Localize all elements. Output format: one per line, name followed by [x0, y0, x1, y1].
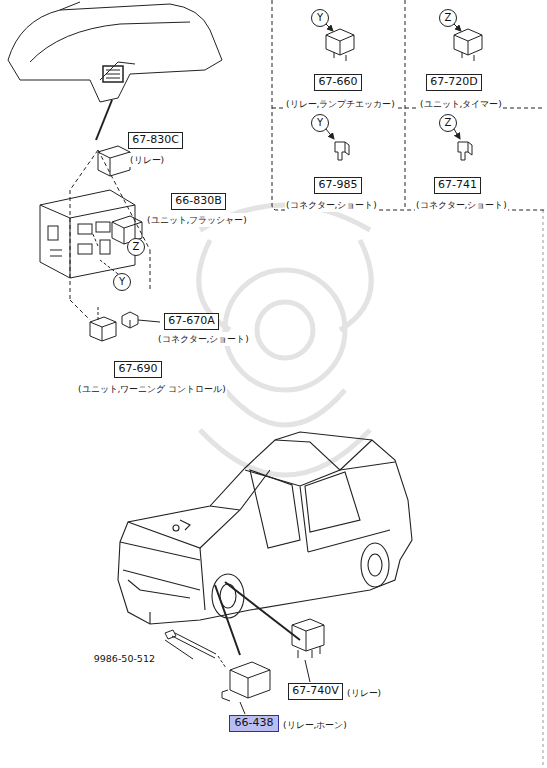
part-number: 67-690: [119, 362, 158, 376]
fuse-box: [40, 190, 135, 278]
part-number: 67-830C: [132, 133, 179, 147]
part-number-box: 67-720D(ユニット,タイマー): [426, 74, 482, 91]
part-number: 9986-50-512: [94, 653, 155, 664]
part-description: (コネクター,ショート): [285, 198, 378, 212]
part-description: (リレー,ホーン): [282, 718, 348, 732]
part-number: 66-438: [235, 716, 274, 730]
car: [118, 432, 412, 624]
view-circle: Y: [311, 114, 329, 132]
part-number-box: 66-830B(ユニット,フラッシャー): [171, 193, 226, 210]
horn-relay: [222, 662, 270, 701]
part-number: 67-670A: [168, 314, 215, 328]
part-number: 67-660: [319, 75, 358, 89]
part-number-box: 67-660(リレー,ランプチエッカー): [314, 74, 362, 91]
view-circle: Z: [439, 9, 457, 27]
part-number: 67-985: [319, 178, 358, 192]
view-letter: Y: [317, 10, 323, 25]
part-number-box: 67-985(コネクター,ショート): [314, 177, 362, 194]
part-number-box: 67-670A(コネクター,ショート): [164, 313, 219, 330]
view-circle: Y: [311, 9, 329, 27]
part-description: (リレー): [346, 686, 382, 700]
view-circle: Z: [439, 114, 457, 132]
part-number-box: 67-690(ユニット,ワーニング コントロール): [114, 361, 162, 378]
view-letter: Z: [445, 115, 452, 130]
part-description: (ユニット,タイマー): [419, 97, 503, 111]
view-circle: Y: [113, 273, 131, 291]
relay: [292, 619, 324, 658]
part-description: (ユニット,ワーニング コントロール): [77, 382, 227, 396]
relay-icon: [326, 29, 354, 61]
part-number: 67-720D: [430, 75, 477, 89]
bolt: [165, 630, 216, 658]
view-letter: Z: [445, 10, 452, 25]
part-number-box: 67-741(コネクター,ショート): [434, 177, 481, 194]
part-number: 67-741: [438, 178, 477, 192]
part-number-box: 67-740V(リレー): [288, 683, 343, 700]
dashboard: [8, 2, 222, 102]
part-number-box: 67-830C(リレー): [128, 132, 183, 149]
part-description: (コネクター,ショート): [157, 332, 250, 346]
view-letter: Y: [317, 115, 323, 130]
view-letter: Z: [133, 239, 140, 254]
part-number: 67-740V: [292, 684, 339, 698]
view-letter: Y: [119, 274, 125, 289]
part-number: 66-830B: [175, 194, 222, 208]
part-description: (リレー): [129, 153, 165, 167]
part-number-box: 66-438(リレー,ホーン): [229, 715, 279, 732]
part-description: (ユニット,フラッシャー): [146, 213, 248, 227]
view-circle: Z: [127, 238, 145, 256]
part-description: (リレー,ランプチエッカー): [285, 97, 396, 111]
part-description: (コネクター,ショート): [415, 198, 508, 212]
